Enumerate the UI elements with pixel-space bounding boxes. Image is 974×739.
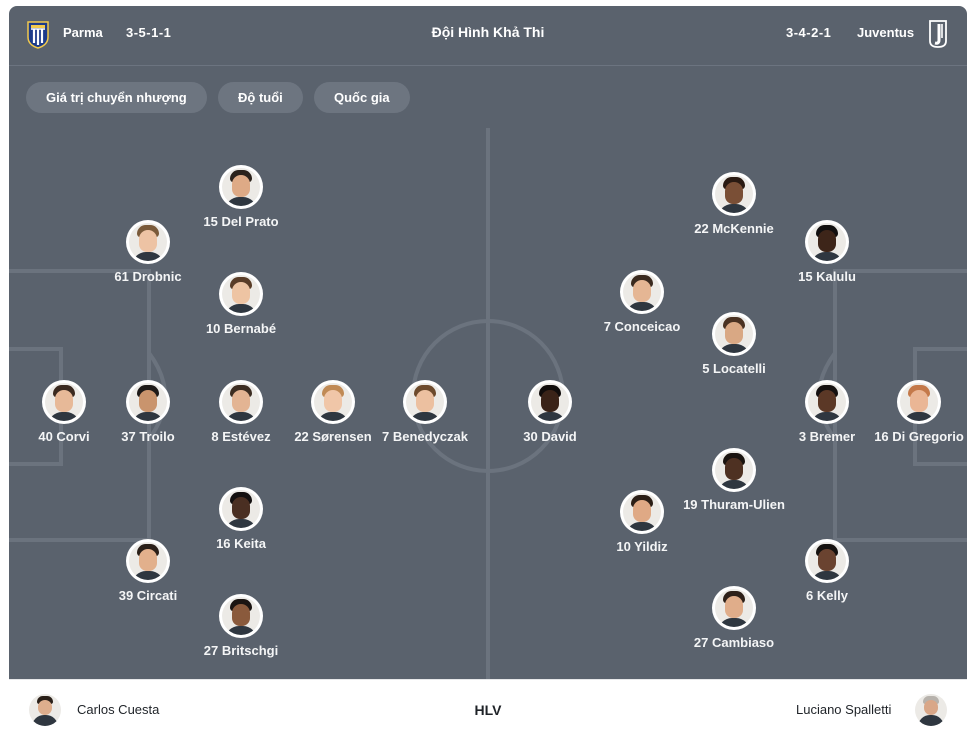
player-name: 16 Keita	[216, 536, 266, 551]
player-avatar	[219, 165, 263, 209]
away-team-name[interactable]: Juventus	[857, 25, 915, 40]
player-sorensen[interactable]: 22 Sørensen	[278, 380, 388, 445]
lineup-title: Đội Hình Khả Thi	[431, 24, 545, 40]
away-coach-avatar[interactable]	[915, 694, 947, 726]
player-avatar	[805, 380, 849, 424]
player-avatar	[620, 270, 664, 314]
coach-label: HLV	[474, 702, 502, 718]
player-name: 16 Di Gregorio	[874, 429, 964, 444]
player-name: 27 Cambiaso	[693, 635, 775, 650]
filter-transfer-value[interactable]: Giá trị chuyển nhượng	[26, 82, 207, 113]
player-name: 15 Kalulu	[798, 269, 856, 284]
player-mckennie[interactable]: 22 McKennie	[679, 172, 789, 237]
player-name: 7 Conceicao	[603, 319, 681, 334]
player-avatar	[126, 539, 170, 583]
player-david[interactable]: 30 David	[495, 380, 605, 445]
player-name: 10 Bernabé	[205, 321, 277, 336]
player-avatar	[42, 380, 86, 424]
away-formation: 3-4-2-1	[786, 25, 832, 40]
juventus-crest-icon	[929, 20, 947, 48]
player-avatar	[712, 172, 756, 216]
player-conceicao[interactable]: 7 Conceicao	[587, 270, 697, 335]
player-yildiz[interactable]: 10 Yildiz	[587, 490, 697, 555]
player-avatar	[403, 380, 447, 424]
player-drobnic[interactable]: 61 Drobnic	[93, 220, 203, 285]
player-avatar	[620, 490, 664, 534]
player-name: 27 Britschgi	[203, 643, 279, 658]
home-team-name[interactable]: Parma	[63, 25, 103, 40]
player-name: 6 Kelly	[806, 588, 848, 603]
player-avatar	[897, 380, 941, 424]
home-formation: 3-5-1-1	[126, 25, 172, 40]
player-locatelli[interactable]: 5 Locatelli	[679, 312, 789, 377]
player-name: 22 McKennie	[694, 221, 774, 236]
away-coach-name[interactable]: Luciano Spalletti	[796, 702, 892, 717]
player-name: 5 Locatelli	[702, 361, 766, 376]
player-keita[interactable]: 16 Keita	[186, 487, 296, 552]
filter-age[interactable]: Độ tuổi	[218, 82, 303, 113]
player-thuram-ulien[interactable]: 19 Thuram-Ulien	[679, 448, 789, 513]
player-kelly[interactable]: 6 Kelly	[772, 539, 882, 604]
player-benedyczak[interactable]: 7 Benedyczak	[370, 380, 480, 445]
player-di-gregorio[interactable]: 16 Di Gregorio	[864, 380, 967, 445]
player-avatar	[219, 594, 263, 638]
home-coach-name[interactable]: Carlos Cuesta	[77, 702, 160, 717]
player-estevez[interactable]: 8 Estévez	[186, 380, 296, 445]
player-name: 15 Del Prato	[203, 214, 279, 229]
player-name: 7 Benedyczak	[382, 429, 468, 444]
player-name: 37 Troilo	[121, 429, 175, 444]
player-name: 19 Thuram-Ulien	[683, 497, 785, 512]
home-coach-avatar[interactable]	[29, 694, 61, 726]
lineup-header: Parma 3-5-1-1 Đội Hình Khả Thi 3-4-2-1 J…	[9, 6, 967, 65]
player-troilo[interactable]: 37 Troilo	[93, 380, 203, 445]
pitch: 40 Corvi 61 Drobnic 37 Troilo 39 Circati…	[9, 128, 967, 679]
player-avatar	[126, 380, 170, 424]
filter-country[interactable]: Quốc gia	[314, 82, 410, 113]
player-avatar	[126, 220, 170, 264]
player-del-prato[interactable]: 15 Del Prato	[186, 165, 296, 230]
player-britschgi[interactable]: 27 Britschgi	[186, 594, 296, 659]
player-name: 61 Drobnic	[114, 269, 182, 284]
parma-crest-icon	[27, 21, 49, 49]
player-avatar	[219, 272, 263, 316]
player-avatar	[219, 487, 263, 531]
player-avatar	[712, 448, 756, 492]
player-circati[interactable]: 39 Circati	[93, 539, 203, 604]
player-bremer[interactable]: 3 Bremer	[772, 380, 882, 445]
lineup-card: Parma 3-5-1-1 Đội Hình Khả Thi 3-4-2-1 J…	[9, 6, 967, 739]
coach-bar: Carlos Cuesta HLV Luciano Spalletti	[9, 679, 967, 739]
player-name: 3 Bremer	[798, 429, 856, 444]
player-name: 30 David	[523, 429, 577, 444]
player-avatar	[311, 380, 355, 424]
player-bernabe[interactable]: 10 Bernabé	[186, 272, 296, 337]
player-avatar	[805, 539, 849, 583]
player-name: 39 Circati	[118, 588, 178, 603]
player-corvi[interactable]: 40 Corvi	[9, 380, 119, 445]
player-avatar	[528, 380, 572, 424]
player-avatar	[805, 220, 849, 264]
player-name: 8 Estévez	[211, 429, 271, 444]
player-avatar	[712, 312, 756, 356]
player-name: 22 Sørensen	[294, 429, 372, 444]
player-cambiaso[interactable]: 27 Cambiaso	[679, 586, 789, 651]
player-avatar	[219, 380, 263, 424]
player-avatar	[712, 586, 756, 630]
player-kalulu[interactable]: 15 Kalulu	[772, 220, 882, 285]
player-name: 10 Yildiz	[616, 539, 668, 554]
filter-bar: Giá trị chuyển nhượng Độ tuổi Quốc gia	[9, 65, 967, 128]
player-name: 40 Corvi	[38, 429, 90, 444]
